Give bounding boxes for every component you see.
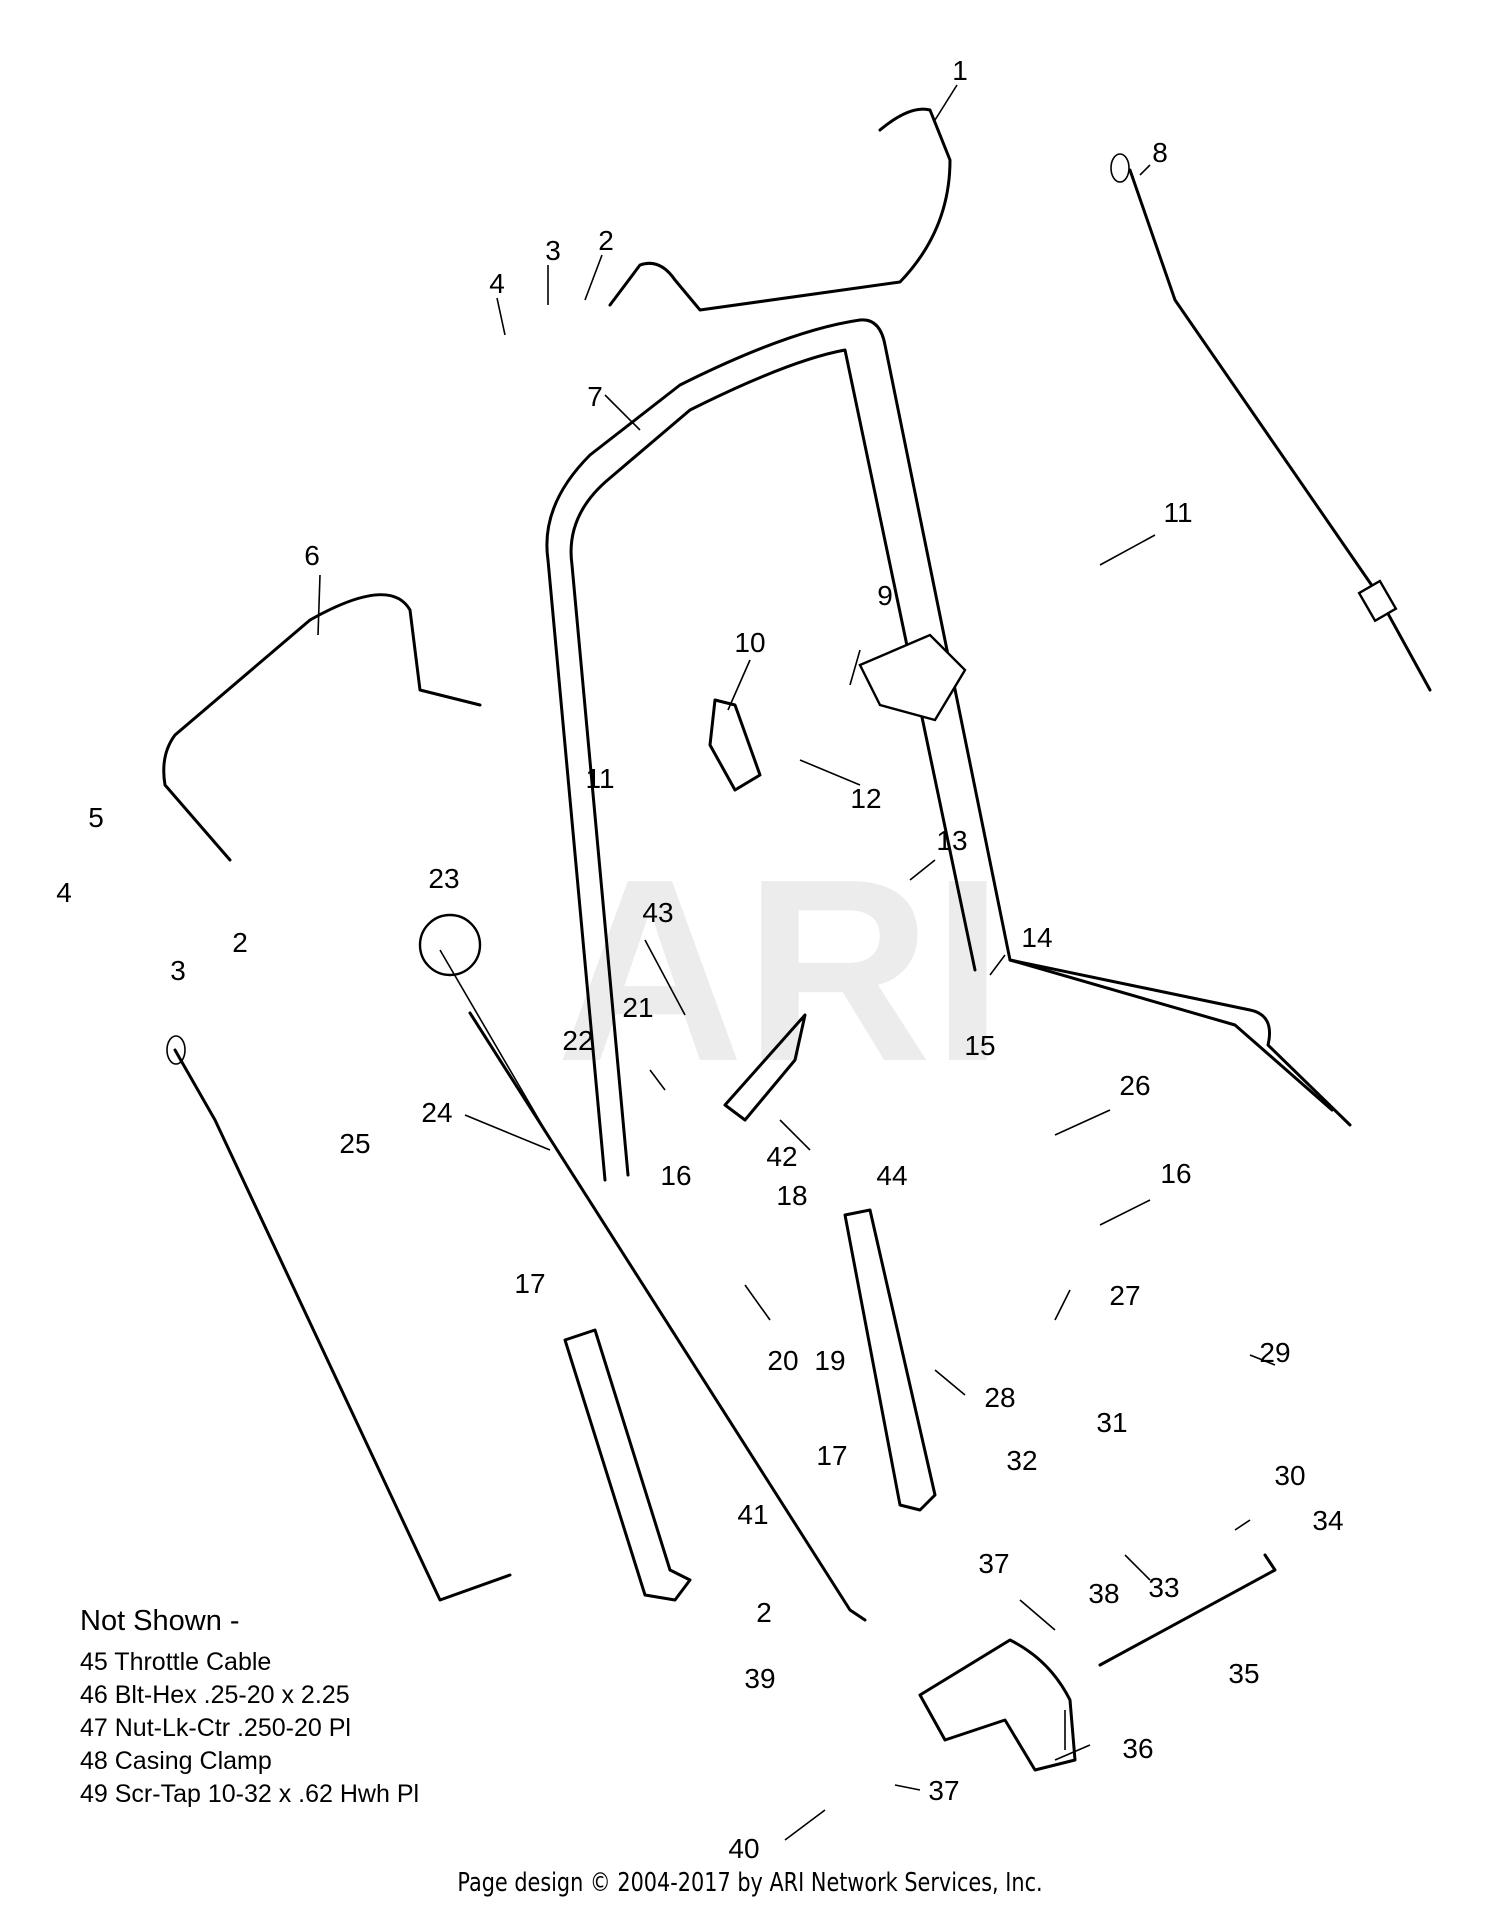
not-shown-item: 47 Nut-Lk-Ctr .250-20 Pl [80, 1714, 351, 1742]
callout: 3 [545, 235, 561, 266]
callout: 2 [232, 927, 248, 958]
leader-lines [317, 84, 1276, 1841]
callout: 27 [1109, 1280, 1140, 1311]
callout: 17 [816, 1440, 847, 1471]
part-6-drive-bail [162, 593, 482, 862]
callout: 42 [766, 1141, 797, 1172]
not-shown-item: 46 Blt-Hex .25-20 x 2.25 [80, 1681, 350, 1709]
callout: 24 [421, 1097, 452, 1128]
not-shown-title: Not Shown - [80, 1605, 240, 1637]
callout: 38 [1088, 1578, 1119, 1609]
callout: 37 [978, 1548, 1009, 1579]
part-8-cable [1110, 153, 1432, 692]
callout: 19 [814, 1345, 845, 1376]
callout: 20 [767, 1345, 798, 1376]
not-shown-item: 49 Scr-Tap 10-32 x .62 Hwh Pl [80, 1780, 420, 1808]
part-23-knob [418, 913, 482, 977]
not-shown-item: 45 Throttle Cable [80, 1648, 272, 1676]
callout: 6 [304, 540, 320, 571]
not-shown-legend: Not Shown - 45 Throttle Cable 46 Blt-Hex… [80, 1605, 419, 1811]
callout: 26 [1119, 1070, 1150, 1101]
callout: 25 [339, 1128, 370, 1159]
callout: 28 [984, 1382, 1015, 1413]
part-35-rod [1098, 1553, 1277, 1667]
part-25-cable [166, 1035, 512, 1602]
callout: 34 [1312, 1505, 1343, 1536]
callout: 16 [660, 1160, 691, 1191]
callout: 4 [56, 877, 72, 908]
callout: 16 [1160, 1158, 1191, 1189]
callout: 44 [876, 1160, 907, 1191]
callout: 2 [598, 225, 614, 256]
callout: 9 [877, 580, 893, 611]
callout: 30 [1274, 1460, 1305, 1491]
callout: 15 [964, 1030, 995, 1061]
callout: 39 [744, 1663, 775, 1694]
callout: 33 [1148, 1572, 1179, 1603]
callout: 12 [850, 783, 881, 814]
callout: 40 [728, 1833, 759, 1864]
not-shown-item: 48 Casing Clamp [80, 1747, 272, 1775]
callout: 17 [514, 1268, 545, 1299]
callout: 23 [428, 863, 459, 894]
part-9-switch-box [858, 633, 967, 722]
callout: 7 [587, 381, 603, 412]
callout: 3 [170, 955, 186, 986]
callout: 31 [1096, 1407, 1127, 1438]
callout: 43 [642, 897, 673, 928]
page-footer: Page design © 2004-2017 by ARI Network S… [457, 1868, 1043, 1898]
callout: 14 [1021, 922, 1052, 953]
part-10-bracket [708, 698, 762, 792]
callout: 13 [936, 825, 967, 856]
callout: 5 [88, 802, 104, 833]
part-16-plate [723, 1013, 807, 1122]
callout: 41 [737, 1499, 768, 1530]
callout: 2 [756, 1597, 772, 1628]
part-24-rod [468, 1011, 867, 1622]
callout: 1 [952, 55, 968, 86]
callout: 36 [1122, 1733, 1153, 1764]
callout: 11 [1163, 497, 1192, 528]
callout: 11 [585, 763, 614, 794]
callout: 29 [1259, 1337, 1290, 1368]
ari-watermark: ARI [556, 826, 1004, 1116]
part-17-left-bracket [563, 1328, 692, 1602]
callout-labels: 1 2 3 4 2 3 4 5 6 7 8 9 10 11 11 12 13 1… [56, 55, 1343, 1864]
part-17-right-bracket [843, 1208, 937, 1512]
callout: 32 [1006, 1445, 1037, 1476]
part-36-bracket [918, 1638, 1077, 1772]
callout: 10 [734, 627, 765, 658]
part-1-control-bail [608, 107, 952, 312]
callout: 22 [562, 1025, 593, 1056]
callout: 18 [776, 1180, 807, 1211]
callout: 8 [1152, 137, 1168, 168]
callout: 35 [1228, 1658, 1259, 1689]
callout: 37 [928, 1775, 959, 1806]
callout: 4 [489, 268, 505, 299]
callout: 21 [622, 992, 653, 1023]
part-7-upper-handle [545, 318, 1352, 1182]
